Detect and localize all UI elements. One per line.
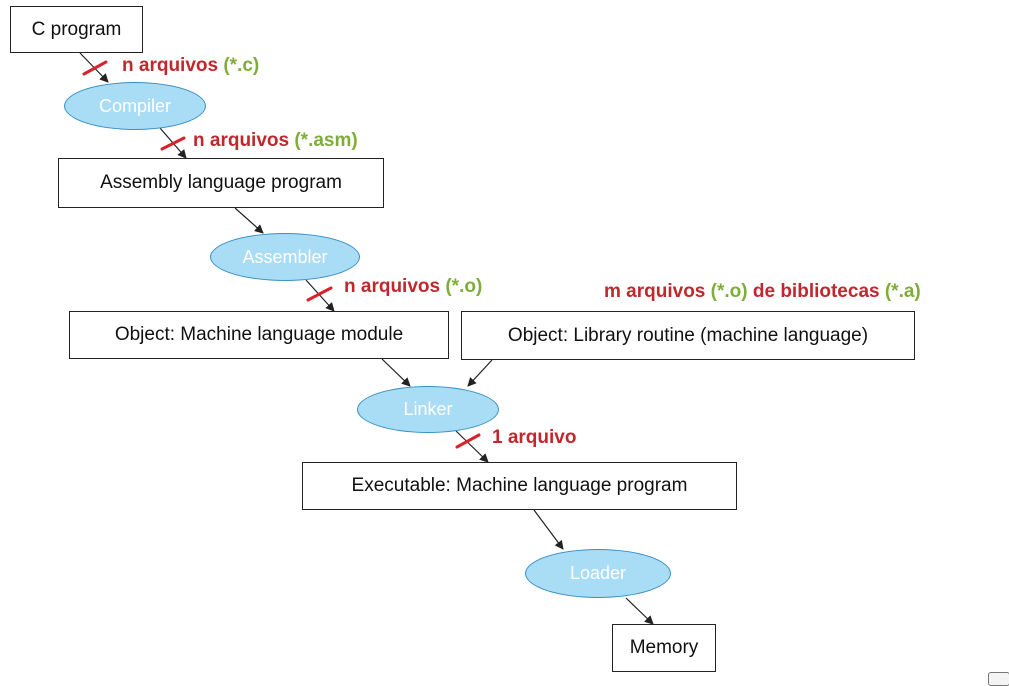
lib-files-middle: de bibliotecas: [752, 281, 880, 302]
lib-files-annotation: m arquivos (*.o) de bibliotecas (*.a): [604, 282, 921, 301]
c-program-label: C program: [31, 18, 122, 40]
loader-label: Loader: [569, 563, 627, 583]
arrow-library-linker: [467, 359, 493, 387]
asm-files-annotation: n arquivos (*.asm): [193, 131, 358, 150]
object-module-box: Object: Machine language module: [69, 311, 449, 359]
executable-label: Executable: Machine language program: [351, 475, 688, 496]
c-program-box: C program: [10, 6, 143, 53]
library-routine-box: Object: Library routine (machine languag…: [461, 311, 915, 360]
slash-asm-files: [160, 136, 186, 151]
arrow-linker-executable: [455, 430, 489, 463]
arrow-assembler-object: [305, 279, 335, 312]
slash-exe-files: [455, 433, 481, 449]
assembler-label: Assembler: [242, 246, 328, 267]
arrow-object-linker: [381, 358, 411, 387]
exe-files-annotation: 1 arquivo: [492, 428, 576, 447]
arrow-loader-memory: [625, 597, 654, 625]
arrow-executable-loader: [533, 509, 564, 550]
compiler-label: Compiler: [98, 95, 172, 116]
lib-files-ext-o: (*.o): [710, 281, 748, 302]
linker-label: Linker: [403, 399, 453, 419]
exe-files-count: 1 arquivo: [492, 427, 577, 448]
assembly-program-label: Assembly language program: [100, 172, 342, 193]
arrow-assembly-assembler: [234, 207, 264, 234]
c-files-ext: (*.c): [223, 55, 260, 76]
obj-files-annotation: n arquivos (*.o): [344, 277, 482, 296]
assembly-program-box: Assembly language program: [58, 158, 384, 208]
lib-files-count: m arquivos: [604, 281, 706, 302]
linker-node: Linker: [357, 386, 499, 433]
slash-c-files: [82, 60, 108, 76]
loader-node: Loader: [525, 549, 671, 598]
memory-label: Memory: [629, 637, 699, 658]
lib-files-ext-a: (*.a): [884, 281, 921, 302]
c-files-count: n arquivos: [122, 55, 219, 76]
window-control-icon: [988, 672, 1009, 686]
obj-files-ext: (*.o): [445, 276, 483, 297]
asm-files-count: n arquivos: [193, 130, 290, 151]
obj-files-count: n arquivos: [344, 276, 441, 297]
library-routine-label: Object: Library routine (machine languag…: [507, 324, 869, 346]
asm-files-ext: (*.asm): [294, 130, 358, 151]
slash-obj-files: [306, 286, 333, 302]
executable-box: Executable: Machine language program: [302, 462, 737, 510]
memory-box: Memory: [612, 624, 716, 672]
c-files-annotation: n arquivos (*.c): [122, 56, 259, 75]
compiler-node: Compiler: [64, 82, 206, 130]
assembler-node: Assembler: [210, 233, 360, 281]
object-module-label: Object: Machine language module: [114, 324, 404, 345]
